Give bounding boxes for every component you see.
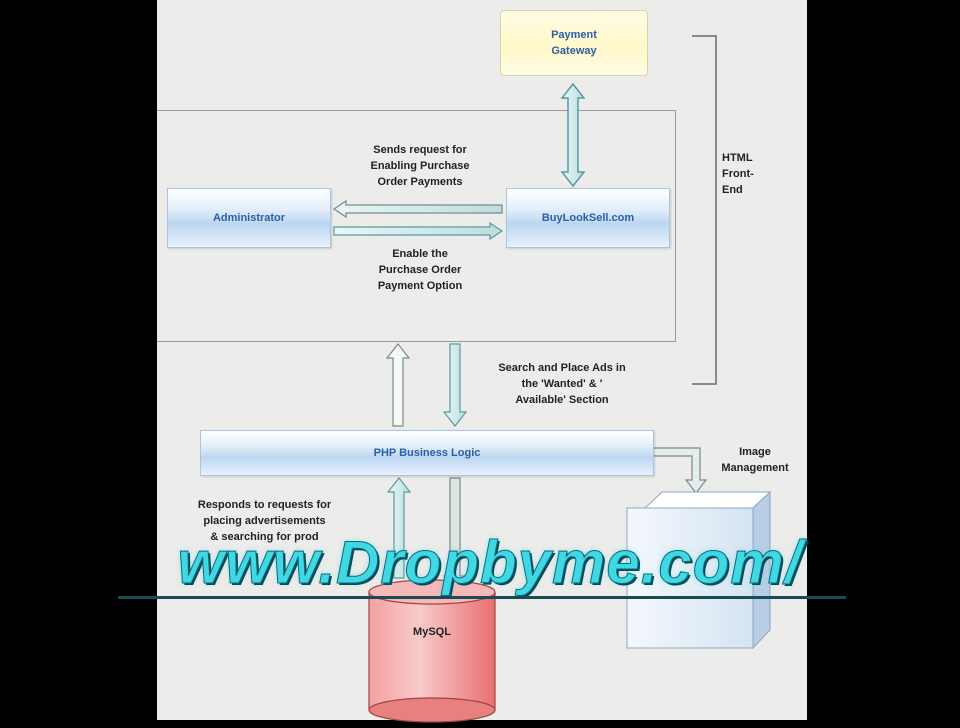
- request-arrow-left: [332, 199, 503, 219]
- image-management-label: Image Management: [721, 446, 789, 474]
- up-arrow-to-frontend: [385, 343, 411, 427]
- down-arrow-to-mysql: [442, 477, 468, 591]
- front-end-bracket: [692, 35, 717, 385]
- down-arrow-to-php: [442, 343, 468, 427]
- front-end-frame: [157, 110, 676, 342]
- image-server-icon: [626, 490, 772, 650]
- sends-request-label: Sends request for Enabling Purchase Orde…: [370, 144, 470, 188]
- html-front-end-label: HTML Front-End: [722, 152, 754, 196]
- buylooksell-box: BuyLookSell.com: [506, 188, 670, 248]
- up-arrow-from-mysql: [386, 477, 412, 579]
- watermark-text: www.Dropbyme.com/: [177, 529, 803, 597]
- image-management-arrow: [651, 447, 708, 494]
- watermark-underline: [118, 596, 846, 599]
- enable-arrow-right: [333, 221, 504, 241]
- php-business-logic-box: PHP Business Logic: [200, 430, 654, 476]
- gateway-double-arrow: [560, 82, 586, 188]
- enable-option-label: Enable the Purchase Order Payment Option: [377, 248, 463, 292]
- payment-gateway-box: Payment Gateway: [500, 10, 648, 76]
- administrator-box: Administrator: [167, 188, 331, 248]
- mysql-label: MySQL: [413, 626, 451, 638]
- mysql-database-icon: [368, 579, 496, 723]
- responds-label: Responds to requests for placing adverti…: [197, 499, 332, 543]
- search-place-ads-label: Search and Place Ads in the 'Wanted' & '…: [498, 362, 626, 406]
